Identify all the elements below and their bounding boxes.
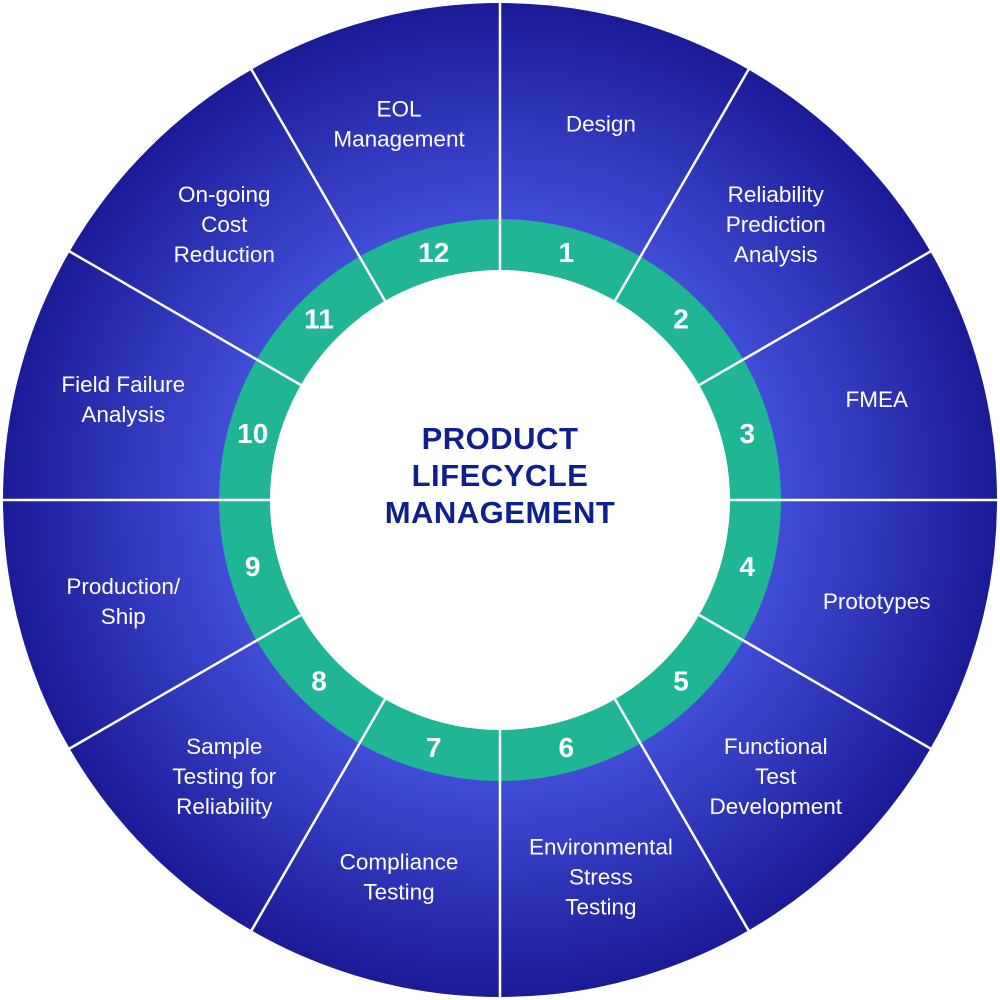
stage-number-5: 5: [673, 666, 689, 697]
stage-label-line: Prediction: [726, 212, 826, 237]
stage-label-line: Test: [755, 764, 797, 789]
stage-label-line: Functional: [724, 734, 828, 759]
stage-label-line: Development: [709, 794, 842, 819]
stage-label-line: Environmental: [529, 835, 673, 860]
segment-divider: [249, 67, 361, 258]
stage-label-line: Testing: [363, 880, 434, 905]
stage-number-3: 3: [739, 418, 755, 449]
ring-divider: [698, 358, 744, 387]
stage-number-4: 4: [739, 551, 755, 582]
stage-label-12: EOL Management: [333, 96, 465, 151]
stage-label-line: Design: [566, 111, 636, 136]
stage-label-line: Stress: [569, 865, 633, 890]
stage-label-line: Testing for: [172, 764, 276, 789]
stage-number-10: 10: [237, 418, 268, 449]
stage-number-11: 11: [304, 303, 334, 334]
stage-label-line: Analysis: [734, 242, 818, 267]
stage-label-line: Analysis: [81, 402, 165, 427]
stage-label-line: Ship: [101, 604, 146, 629]
stage-label-line: Reduction: [174, 242, 275, 267]
stage-label-line: Field Failure: [61, 372, 185, 397]
stage-number-2: 2: [673, 303, 689, 334]
ring-divider: [256, 613, 302, 642]
segment-divider: [67, 639, 258, 751]
segment-divider: [742, 639, 933, 751]
segment-divider: [249, 742, 361, 933]
stage-label-line: Testing: [565, 895, 636, 920]
segment-divider: [639, 67, 751, 258]
segment-divider: [742, 249, 933, 361]
ring-divider: [358, 698, 387, 744]
stage-label-line: Prototypes: [823, 589, 931, 614]
stage-number-12: 12: [418, 237, 449, 268]
center-disc: [270, 270, 730, 730]
stage-label-line: Compliance: [340, 850, 459, 875]
stage-label-line: Sample: [186, 734, 262, 759]
stage-label-9: Production/Ship: [66, 574, 181, 629]
ring-divider: [698, 613, 744, 642]
stage-label-line: On-going: [178, 182, 271, 207]
stage-label-line: Reliability: [728, 182, 825, 207]
center-title-line-3: MANAGEMENT: [384, 495, 616, 530]
segment-divider: [639, 742, 751, 933]
stage-number-8: 8: [311, 666, 327, 697]
stage-label-line: EOL: [377, 96, 422, 121]
stage-label-line: Cost: [201, 212, 248, 237]
ring-divider: [256, 358, 302, 387]
ring-divider: [358, 256, 387, 302]
center-title: PRODUCT LIFECYCLE MANAGEMENT: [300, 420, 700, 531]
stage-label-4: Prototypes: [823, 589, 931, 614]
ring-divider: [613, 698, 642, 744]
ring-divider: [613, 256, 642, 302]
stage-number-1: 1: [558, 237, 574, 268]
center-title-line-1: PRODUCT: [421, 421, 579, 456]
center-title-line-2: LIFECYCLE: [411, 458, 589, 493]
stage-label-3: FMEA: [845, 387, 908, 412]
ring-dividers: [219, 219, 781, 781]
stage-number-9: 9: [245, 551, 261, 582]
stage-label-line: Production/: [66, 574, 181, 599]
stage-label-line: FMEA: [845, 387, 908, 412]
stage-label-1: Design: [566, 111, 636, 136]
stage-label-line: Management: [333, 126, 465, 151]
stage-number-6: 6: [558, 732, 574, 763]
stage-label-line: Reliability: [176, 794, 273, 819]
segment-divider: [67, 249, 258, 361]
stage-number-7: 7: [426, 732, 442, 763]
